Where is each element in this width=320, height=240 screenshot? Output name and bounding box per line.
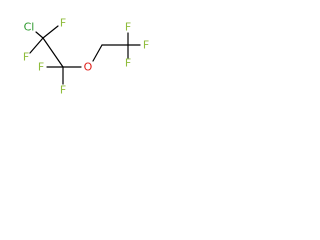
atom-labels: Cl F F F F O F F F: [23, 17, 149, 97]
atom-label-f: F: [38, 61, 44, 74]
bond-c1-f2: [29, 37, 44, 54]
atom-label-f: F: [125, 57, 131, 70]
bond-c1-c2: [42, 37, 64, 68]
atom-label-o: O: [84, 61, 93, 74]
molecule-diagram: Cl F F F F O F F F: [0, 0, 174, 113]
bond-o-c3: [92, 44, 103, 62]
bonds: [29, 25, 141, 85]
bond-c1-cl: [35, 31, 44, 39]
atom-label-cl: Cl: [24, 21, 35, 34]
atom-label-f: F: [23, 51, 29, 64]
background: [0, 0, 174, 113]
atom-label-f: F: [60, 84, 66, 97]
atom-label-f: F: [60, 17, 66, 30]
atom-label-f: F: [143, 39, 149, 52]
atom-label-f: F: [125, 21, 131, 34]
bond-c1-f1: [42, 25, 59, 39]
